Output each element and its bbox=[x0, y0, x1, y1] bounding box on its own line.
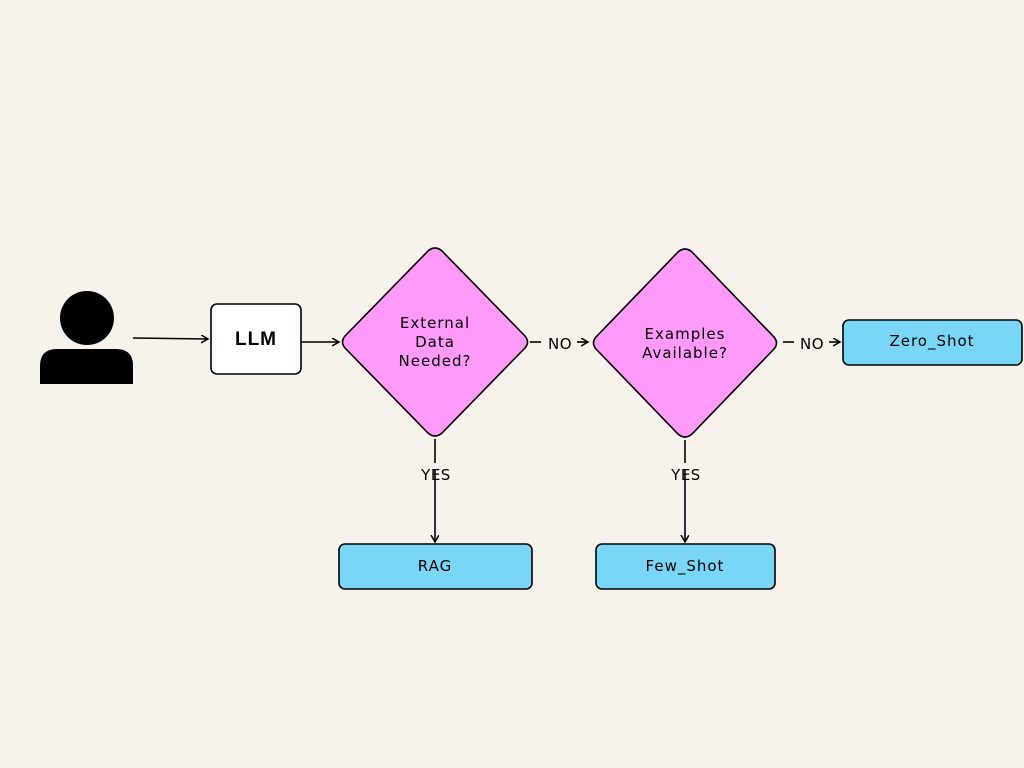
decision-external-line3: Needed? bbox=[399, 352, 472, 370]
outcome-few-shot-label: Few_Shot bbox=[646, 557, 725, 576]
decision-examples-line2: Available? bbox=[642, 344, 728, 362]
edge-no-1-label: NO bbox=[548, 335, 572, 353]
outcome-few-shot: Few_Shot bbox=[595, 543, 776, 590]
arrow-user-to-llm bbox=[132, 338, 208, 339]
llm-node: LLM bbox=[210, 303, 302, 375]
decision-examples-line1: Examples bbox=[645, 325, 726, 343]
decision-external-line2: Data bbox=[415, 333, 455, 351]
outcome-rag-label: RAG bbox=[418, 557, 452, 575]
decision-external-data: External Data Needed? bbox=[341, 247, 529, 437]
decision-external-line1: External bbox=[400, 314, 470, 332]
edge-no-2-label: NO bbox=[800, 335, 824, 353]
outcome-zero-shot-label: Zero_Shot bbox=[889, 332, 974, 351]
outcome-rag: RAG bbox=[338, 543, 533, 590]
llm-label: LLM bbox=[235, 329, 277, 350]
outcome-zero-shot: Zero_Shot bbox=[842, 319, 1023, 366]
decision-examples-available: Examples Available? bbox=[592, 248, 778, 438]
user-icon bbox=[40, 291, 133, 384]
